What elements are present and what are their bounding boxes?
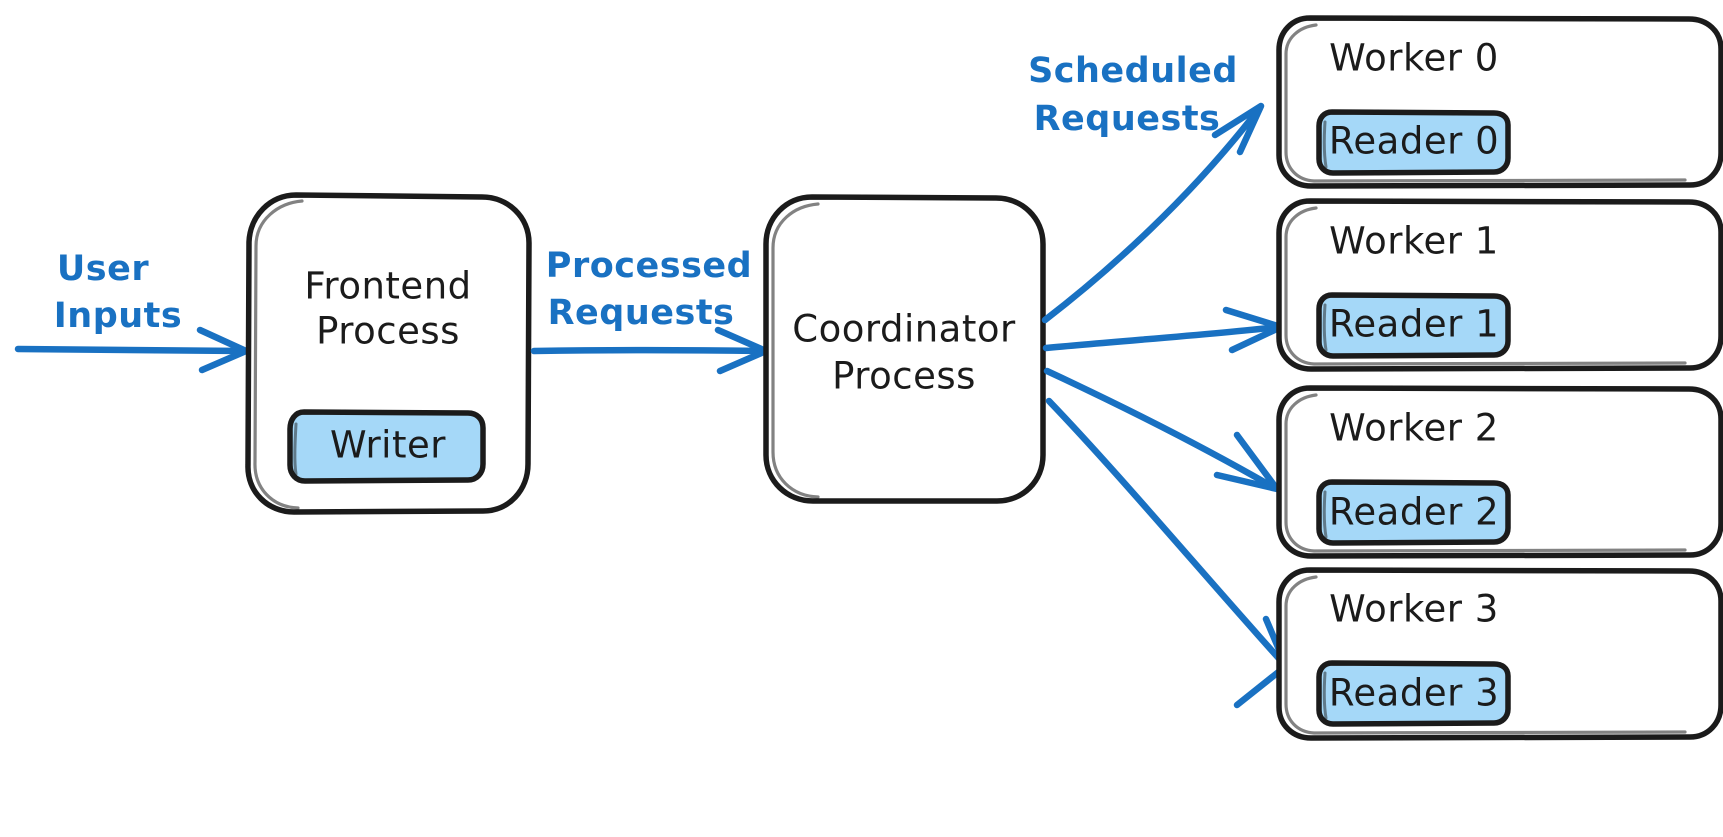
edge-coordinator-to-worker-2	[1043, 367, 1281, 493]
edge-coordinator-to-worker-3	[1045, 397, 1290, 709]
user-inputs-arrow-line	[14, 345, 247, 355]
scheduled-requests-label-line1: Scheduled	[1028, 51, 1238, 91]
writer-label: Writer	[330, 424, 446, 467]
reader-3-box-sketch	[1322, 671, 1328, 720]
worker-1-box-sketch	[1284, 206, 1687, 366]
reader-3-label: Reader 3	[1329, 672, 1499, 715]
reader-3-box	[1316, 660, 1511, 727]
writer-box	[287, 409, 486, 484]
coordinator-process-box-sketch	[771, 202, 820, 499]
node-reader-3[interactable]: Reader 3	[1316, 660, 1511, 727]
reader-0-box-sketch	[1322, 120, 1328, 169]
processed-requests-arrow-line	[530, 347, 767, 355]
reader-2-box	[1316, 479, 1511, 546]
node-coordinator-process[interactable]: Coordinator Process	[763, 194, 1046, 504]
reader-1-box-sketch	[1322, 303, 1328, 352]
worker-3-label: Worker 3	[1329, 588, 1499, 631]
reader-1-box	[1316, 292, 1511, 359]
frontend-process-label-line1: Frontend	[304, 265, 471, 308]
edge-scheduled-requests-label: Scheduled Requests	[1028, 51, 1238, 139]
node-worker-2[interactable]: Worker 2 Reader 2	[1276, 385, 1723, 559]
worker-0-arrow-line	[1041, 106, 1262, 324]
user-inputs-label-line1: User	[57, 249, 149, 289]
node-worker-3[interactable]: Worker 3 Reader 3	[1276, 567, 1723, 741]
frontend-process-label-line2: Process	[316, 310, 460, 353]
coordinator-process-label-line2: Process	[832, 355, 976, 398]
worker-2-arrow-line	[1043, 367, 1277, 491]
edge-coordinator-to-worker-1	[1042, 306, 1285, 354]
worker-0-box-sketch	[1284, 23, 1687, 183]
node-writer[interactable]: Writer	[287, 409, 486, 484]
node-reader-2[interactable]: Reader 2	[1316, 479, 1511, 546]
worker-2-label: Worker 2	[1329, 407, 1499, 450]
edge-coordinator-to-worker-0	[1041, 102, 1265, 324]
processed-requests-label-line1: Processed	[546, 246, 752, 286]
reader-2-box-sketch	[1322, 490, 1328, 539]
writer-box-sketch	[293, 422, 298, 476]
reader-0-label: Reader 0	[1329, 120, 1499, 163]
frontend-process-box-sketch	[253, 199, 304, 510]
reader-2-label: Reader 2	[1329, 491, 1499, 534]
worker-1-arrow-line	[1042, 323, 1281, 352]
reader-0-box	[1316, 109, 1511, 176]
worker-3-box-sketch	[1284, 575, 1687, 735]
user-inputs-label-line2: Inputs	[54, 296, 182, 336]
worker-0-label: Worker 0	[1329, 37, 1499, 80]
node-reader-1[interactable]: Reader 1	[1316, 292, 1511, 359]
coordinator-process-box	[763, 194, 1046, 504]
edge-user-inputs: User Inputs	[14, 249, 250, 374]
edge-processed-requests: Processed Requests	[530, 246, 770, 375]
scheduled-requests-label-line2: Requests	[1034, 99, 1221, 139]
worker-2-box-sketch	[1284, 393, 1687, 553]
processed-requests-label-line2: Requests	[548, 293, 735, 333]
node-worker-0[interactable]: Worker 0 Reader 0	[1276, 15, 1723, 189]
node-frontend-process[interactable]: Frontend Process Writer	[245, 192, 532, 515]
node-reader-0[interactable]: Reader 0	[1316, 109, 1511, 176]
worker-3-arrow-line	[1045, 397, 1287, 667]
reader-1-label: Reader 1	[1329, 303, 1499, 346]
coordinator-process-label-line1: Coordinator	[792, 308, 1016, 351]
worker-0-arrow-head	[1211, 102, 1265, 156]
worker-1-label: Worker 1	[1329, 220, 1499, 263]
node-worker-1[interactable]: Worker 1 Reader 1	[1276, 198, 1723, 372]
